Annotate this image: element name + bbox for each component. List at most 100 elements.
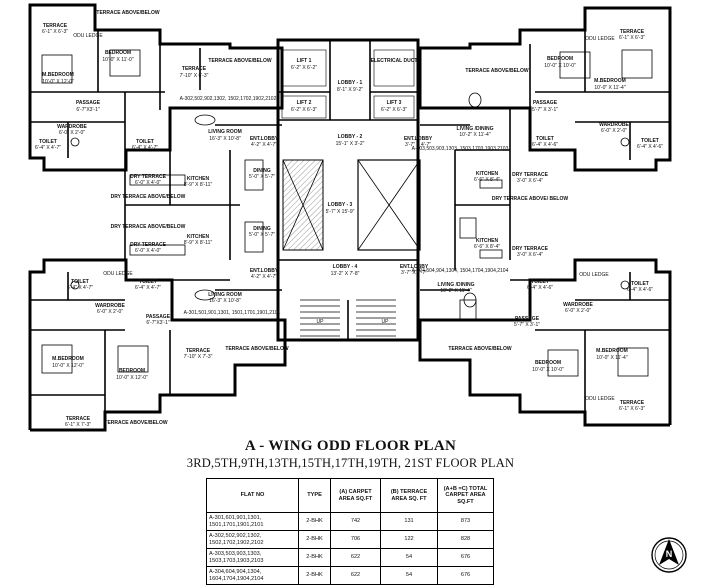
tr-entlobby: ENT.LOBBY [404,136,433,142]
cell-terrace: 122 [380,530,438,549]
bl-wardrobe: WARDROBE [95,303,125,309]
tl-kitchen-size: 8'-9" X 8'-11" [184,182,213,188]
bl-dry2: DRY TERRACE [130,242,167,248]
lobby2-size: 15'-1" X 3'-2" [336,141,365,147]
tl-entlobby-size: 4'-2" X 4'-7" [251,142,277,148]
tl-passage-size: 6'-7"X3'-1" [76,107,99,113]
tl-mbedroom: M.BEDROOM [42,72,74,78]
bl-kitchen: KITCHEN [187,234,210,240]
lift1-size: 6'-2" X 6'-2" [291,65,317,71]
tl-terrace: TERRACE [43,23,68,29]
tr-living-size: 10'-2" X 11'-4" [459,132,490,138]
bl-dining-size: 5'-0" X 5'-7" [249,232,275,238]
br-mbedroom-size: 10'-0" X 11'-4" [596,355,627,361]
tl-toilet2-size: 6'-4" X 4'-7" [132,145,158,151]
tr-entlobby-size: 3'-7" X 4'-7" [405,142,431,148]
br-dry-size: 3'-0" X 6'-4" [517,252,543,258]
cell-type: 2-BHK [298,548,331,567]
plan-title: A - WING ODD FLOOR PLAN [244,438,457,454]
lobby3-label: LOBBY - 3 [328,202,353,208]
lobby1-label: LOBBY - 1 [338,80,363,86]
tr-passage: PASSAGE [533,100,558,106]
bl-terrace-bot-size: 6'-1" X 7'-3" [65,422,91,428]
tr-bedroom-size: 10'-0" X 10'-0" [544,63,576,69]
tr-living: LIVING /DINING [457,126,494,132]
table-row: A-303,503,903,1303, 1503,1703,1903,2103 … [206,548,494,567]
bl-dry2-size: 6'-0" X 4'-0" [135,248,161,254]
br-entlobby: ENT.LOBBY [400,264,429,270]
br-bedroom-size: 10'-0" X 10'-0" [532,367,564,373]
room-labels: LIFT 1 6'-2" X 6'-2" LIFT 2 6'-2" X 6'-3… [35,10,663,428]
br-passage-size: 5'-7" X 3'-1" [514,322,540,328]
bl-passage-size: 6'-7"X3'-1" [146,320,169,326]
header-flat-no: FLAT NO [206,478,299,513]
bl-dining: DINING [253,226,271,232]
br-toilet: TOILET [531,279,549,285]
cell-flat: A-303,503,903,1303, 1503,1703,1903,2103 [206,548,299,567]
cell-type: 2-BHK [298,530,331,549]
shaft-right [357,159,421,251]
tr-toilet2-size: 6'-4" X 4'-6" [637,144,663,150]
br-bedroom: BEDROOM [535,360,561,366]
bl-terrace-size: 7'-10" X 7'-3" [184,354,213,360]
bl-passage: PASSAGE [146,314,171,320]
cell-terrace: 54 [380,548,438,567]
bl-terrace-bot: TERRACE [66,416,91,422]
lobby2-label: LOBBY - 2 [338,134,363,140]
bl-terrace: TERRACE [186,348,211,354]
tl-entlobby: ENT.LOBBY [250,136,279,142]
header-total-area: (A+B =C) TOTAL CARPET AREA SQ.FT [437,478,494,513]
tl-toilet2: TOILET [136,139,154,145]
tl-wardrobe-size: 6'-0" X 2'-0" [59,130,85,136]
tr-odu: ODU LEDGE [585,36,615,42]
bl-mbedroom: M.BEDROOM [52,356,84,362]
bl-bedroom-size: 10'-0" X 12'-0" [116,375,148,381]
header-carpet-area: (A) CARPET AREA SQ.FT [330,478,381,513]
tl-terrace2-ab: TERRACE ABOVE/BELOW [208,58,271,64]
tr-flats: A-303,503,903,1303, 1503,1703,1903,2103 [412,146,509,152]
tl-terrace2: TERRACE [182,66,207,72]
cell-flat: A-302,502,902,1302, 1502,1702,1902,2102 [206,530,299,549]
cell-carpet: 742 [330,512,381,531]
stair-up-right: UP [382,319,390,325]
bl-flats: A-301,501,901,1301, 1501,1701,1901,2101 [184,310,281,316]
br-passage: PASSAGE [515,316,540,322]
tl-odu: ODU LEDGE [73,33,103,39]
electrical-duct-label: ELECTRICAL DUCT [371,58,418,64]
cell-type: 2-BHK [298,512,331,531]
tl-flats: A-302,502,902,1302, 1502,1702,1902,2102 [180,96,277,102]
br-toilet2-size: 6'-4" X 4'-6" [627,287,653,293]
lift3-label: LIFT 3 [387,100,402,106]
lobby3-size: 5'-7" X 15'-9" [326,209,355,215]
tl-dining-size: 5'-0" X 5'-7" [249,174,275,180]
br-odu: ODU LEDGE [579,272,609,278]
tl-bedroom-size: 10'-0" X 11'-0" [102,57,133,63]
bl-living: LIVING ROOM [208,292,242,298]
lobby1-size: 8'-1" X 9'-2" [337,87,363,93]
lobby4-size: 13'-2" X 7'-8" [331,271,360,277]
bl-terrace-ab: TERRACE ABOVE/BELOW [225,346,288,352]
bl-odu: ODU LEDGE [103,271,133,277]
br-toilet-size: 6'-4" X 4'-6" [527,285,553,291]
tr-toilet-size: 6'-4" X 4'-6" [532,142,558,148]
staircase [300,299,396,337]
bl-dry1: DRY TERRACE ABOVE/BELOW [111,224,186,230]
bl-toilet2: TOILET [139,279,157,285]
br-toilet2: TOILET [631,281,649,287]
br-dry: DRY TERRACE [512,246,549,252]
bl-toilet: TOILET [71,279,89,285]
br-terrace-ab: TERRACE ABOVE/BELOW [448,346,511,352]
br-terrace-size: 6'-1" X 6'-3" [619,406,645,412]
lift2-size: 6'-2" X 6'-3" [291,107,317,113]
north-label: N [666,549,673,559]
tr-wardrobe: WARDROBE [599,122,629,128]
tl-dry1: DRY TERRACE [130,174,167,180]
cell-carpet: 706 [330,530,381,549]
lift3-size: 6'-2" X 6'-3" [381,107,407,113]
cell-total: 676 [437,548,494,567]
tl-toilet: TOILET [39,139,57,145]
lobby4-label: LOBBY - 4 [333,264,358,270]
br-living: LIVING /DINING [438,282,475,288]
lift1-label: LIFT 1 [297,58,312,64]
br-living-size: 10'-2" X 11'-4" [440,288,471,294]
